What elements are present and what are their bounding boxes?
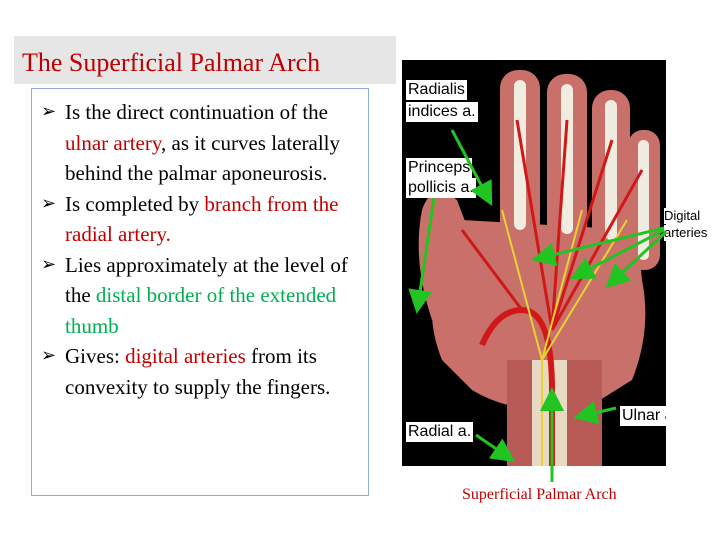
label-princeps-line2: pollicis a. (406, 178, 476, 198)
arrow-digital-2-icon (570, 228, 665, 280)
label-radialis-line1: Radialis (406, 80, 467, 100)
hand-illustration (418, 70, 660, 466)
label-princeps-line1: Princeps (406, 158, 473, 178)
bullet-list: ➢ Is the direct continuation of the ulnar… (32, 97, 368, 402)
bullet-text-segment: Gives: (65, 344, 126, 368)
arrow-princeps-icon (408, 197, 436, 314)
bullet-text-segment: Is the direct continuation of the (65, 100, 329, 124)
arrowhead-bullet-icon: ➢ (41, 253, 57, 275)
bullet-item: ➢Lies approximately at the level of the … (32, 250, 368, 342)
bullet-text-segment: branch from the radial artery. (65, 191, 339, 247)
arrowhead-bullet-icon: ➢ (41, 101, 57, 122)
image-caption: Superficial Palmar Arch (462, 486, 617, 503)
bullet-text-segment: digital arteries (125, 344, 246, 368)
bullet-item: ➢ Gives: digital arteries from its convex… (32, 341, 368, 402)
arrowhead-bullet-icon: ➢ (41, 192, 57, 214)
arrow-ulnar-icon (573, 400, 617, 425)
arrow-radialis-icon (450, 129, 493, 206)
arrowhead-bullet-icon: ➢ (41, 345, 57, 366)
arrow-digital-1-icon (531, 226, 665, 267)
arrow-radial-icon (475, 433, 516, 463)
label-digital-line2: arteries (664, 225, 708, 241)
label-radial: Radial a. (406, 422, 474, 442)
bullet-item: ➢ Is the direct continuation of the ulnar… (32, 97, 368, 189)
bullet-text-segment: distal border of the extended thumb (65, 283, 337, 338)
bullet-item: ➢ Is completed by branch from the radial … (32, 189, 368, 250)
bullet-text-segment: Lies approximately at the level of the (65, 252, 348, 308)
title-box: The Superficial Palmar Arch (14, 36, 396, 84)
slide-title: The Superficial Palmar Arch (22, 48, 321, 77)
label-ulnar: Ulnar a (620, 406, 666, 426)
text-panel: ➢ Is the direct continuation of the ulnar… (31, 88, 369, 496)
label-radialis-line2: indices a. (406, 102, 478, 122)
bullet-text-segment: ulnar artery (65, 130, 161, 155)
bullet-text-segment: , as it curves laterally behind the palm… (65, 130, 341, 186)
arrow-digital-3-icon (605, 230, 668, 289)
label-digital-line1: Digital (664, 208, 701, 224)
bullet-text-segment: from its convexity to supply the fingers… (65, 344, 331, 399)
bullet-text-segment: Is completed by (65, 191, 205, 216)
